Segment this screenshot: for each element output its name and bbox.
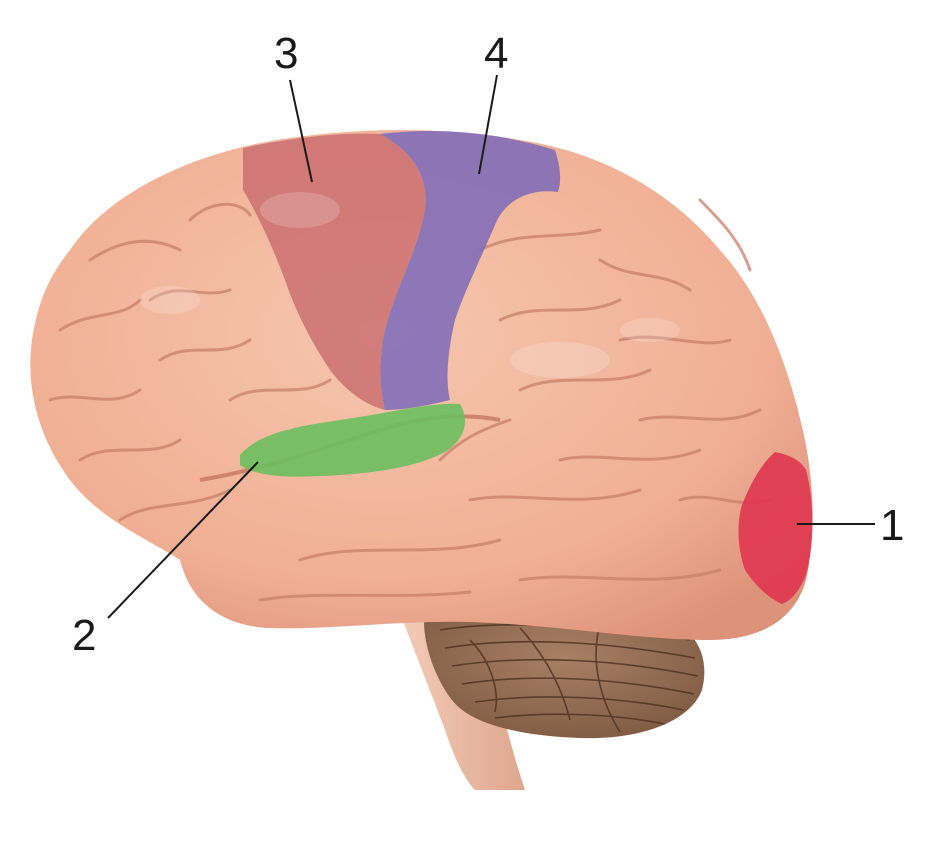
- region-4-somatosensory-cortex: [380, 131, 561, 410]
- cerebellum: [424, 603, 705, 739]
- region-3-motor-cortex: [243, 133, 426, 410]
- label-3: 3: [274, 29, 298, 78]
- leader-line-4: [478, 74, 498, 175]
- region-1-visual-cortex: [738, 452, 813, 604]
- region-2-auditory-cortex: [240, 403, 465, 477]
- label-1: 1: [880, 501, 904, 550]
- label-4: 4: [484, 29, 508, 78]
- sulci-lines: [48, 198, 772, 602]
- highlights: [140, 192, 680, 378]
- leader-line-3: [289, 79, 313, 183]
- leader-line-2: [107, 461, 259, 619]
- label-2: 2: [72, 611, 96, 660]
